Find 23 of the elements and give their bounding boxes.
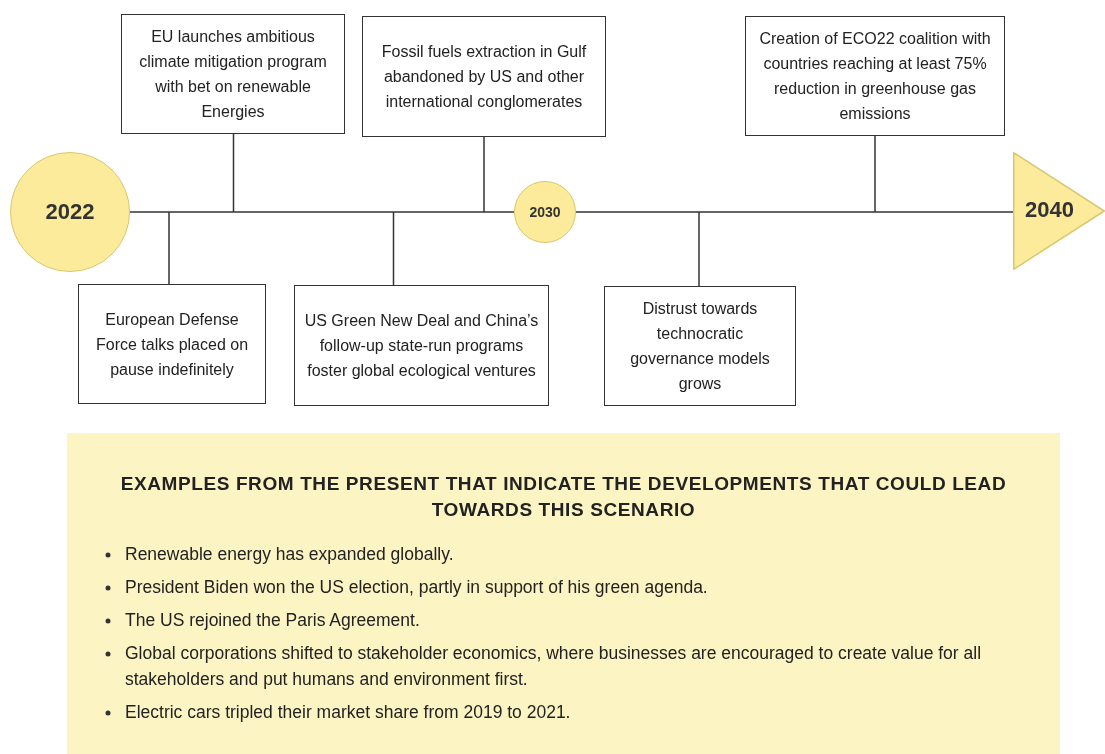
bullet-text: Electric cars tripled their market share from 2019 to 2021. bbox=[125, 701, 572, 724]
year-label: 2022 bbox=[45, 199, 95, 225]
event-text: Fossil fuels extraction in Gulf abandoned by US and other international conglomerates bbox=[380, 42, 588, 112]
timeline-line bbox=[575, 211, 1014, 213]
leader-line bbox=[698, 211, 700, 287]
leader-line bbox=[232, 133, 235, 213]
event-text: US Green New Deal and China’s follow-up state-run programs foster global ecological ventures bbox=[303, 311, 540, 381]
event-text: Distrust towards technocratic governance models grows bbox=[629, 299, 771, 394]
leader-line bbox=[874, 135, 876, 213]
leader-line bbox=[392, 211, 395, 286]
timeline-line bbox=[129, 211, 515, 213]
bullet-text: Renewable energy has expanded globally. bbox=[125, 543, 455, 566]
event-text: EU launches ambitious climate mitigation program with bet on renewable Energies bbox=[138, 27, 328, 122]
year-label: 2030 bbox=[529, 204, 561, 220]
event-text: Creation of ECO22 coalition with countries reaching at least 75% reduction in greenhouse gas emissions bbox=[758, 29, 992, 124]
event-text: European Defense Force talks placed on pause indefinitely bbox=[94, 309, 250, 380]
bullet-text: Global corporations shifted to stakeholder economics, where businesses are encouraged to create value for all stakeholders and put humans and environment first. bbox=[125, 642, 983, 691]
leader-line bbox=[168, 211, 170, 285]
panel-heading: EXAMPLES FROM THE PRESENT THAT INDICATE THE DEVELOPMENTS THAT COULD LEAD TOWARDS THIS SCENARIO bbox=[119, 472, 1008, 522]
year-label: 2040 bbox=[1025, 197, 1074, 223]
bullet-text: The US rejoined the Paris Agreement. bbox=[125, 609, 421, 632]
bullet-text: President Biden won the US election, partly in support of his green agenda. bbox=[125, 576, 709, 599]
leader-line bbox=[483, 136, 485, 213]
